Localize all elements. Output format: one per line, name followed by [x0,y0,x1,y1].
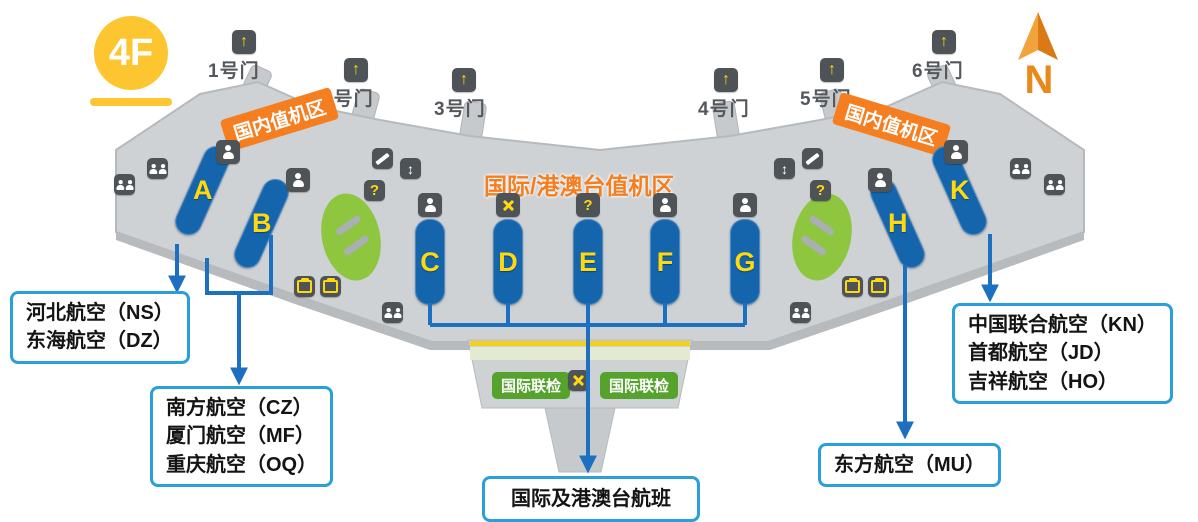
information-question-icon: ? [576,193,600,217]
gate-door-icon: ↑ [932,30,956,54]
counter-staff-icon [944,140,968,164]
compass-north-label: N [1024,58,1054,102]
airline-line: 河北航空（NS） [26,302,174,324]
joint-inspection-left-label: 国际联检 [492,372,571,399]
callout-airlines-right: 中国联合航空（KN） 首都航空（JD） 吉祥航空（HO） [952,303,1173,405]
escalator-icon [372,148,393,169]
gate-door-icon: ↑ [820,58,844,82]
elevator-icon: ↕ [400,158,421,179]
checkin-island-G: G [730,219,760,305]
airline-line: 吉祥航空（HO） [968,370,1118,393]
gate-label-4: 4号门 [698,99,750,120]
gate-label-6: 6号门 [912,61,964,82]
restroom-icon [114,174,135,195]
counter-staff-icon [733,193,757,217]
gate-door-icon: ↑ [452,68,476,92]
restroom-icon [1044,174,1065,195]
floor-badge: 4F [94,16,168,90]
counter-staff-icon [418,193,442,217]
callout-international-flights: 国际及港澳台航班 [482,476,700,522]
inspection-icon [568,370,589,391]
airline-line: 东方航空（MU） [834,454,986,476]
elevator-icon: ↕ [774,158,795,179]
airline-line: 厦门航空（MF） [166,425,315,448]
gate-door-icon: ↑ [344,58,368,82]
joint-inspection-right-label: 国际联检 [600,372,679,399]
garden-left [321,193,381,281]
airline-line: 国际及港澳台航班 [511,488,671,510]
airline-line: 南方航空（CZ） [166,397,313,419]
checkin-island-D: D [493,219,523,305]
callout-airlines-right-lower: 东方航空（MU） [818,443,1002,488]
checkin-island-F: F [650,219,680,305]
information-question-icon: ? [364,180,385,201]
north-arrow-icon [1018,12,1058,60]
gate-door-icon: ↑ [714,68,738,92]
baggage-icon [868,276,889,297]
baggage-icon [320,276,341,297]
restroom-icon [147,158,168,179]
restroom-icon [1010,158,1031,179]
counter-staff-icon [653,193,677,217]
gate-door-icon: ↑ [232,30,256,54]
counter-staff-icon [216,140,240,164]
gate-label-3: 3号门 [434,99,486,120]
checkin-island-E: E [573,219,603,305]
restroom-icon [790,302,811,323]
escalator-icon [802,148,823,169]
callout-airlines-left: 河北航空（NS） 东海航空（DZ） [10,291,190,364]
airline-line: 东海航空（DZ） [26,330,173,353]
counter-staff-icon [868,168,892,192]
callout-airlines-left-center: 南方航空（CZ） 厦门航空（MF） 重庆航空（OQ） [150,386,334,488]
airline-line: 重庆航空（OQ） [166,453,318,476]
repair-tools-icon [496,193,520,217]
checkin-island-C: C [415,219,445,305]
counter-staff-icon [286,168,310,192]
airline-line: 首都航空（JD） [968,342,1114,365]
baggage-icon [842,276,863,297]
restroom-icon [382,302,403,323]
garden-right [792,193,852,281]
floor-badge-underline [90,98,172,106]
gate-label-1: 1号门 [208,61,260,82]
airline-line: 中国联合航空（KN） [968,314,1157,336]
baggage-icon [294,276,315,297]
information-question-icon: ? [810,180,831,201]
